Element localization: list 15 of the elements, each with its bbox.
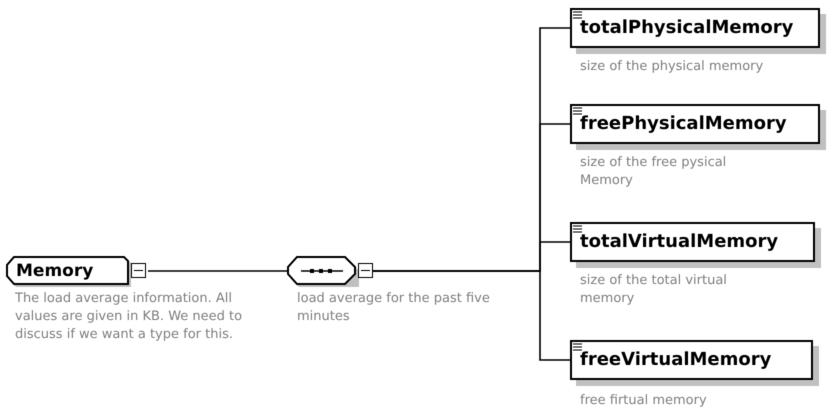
description-text: size of the physical memory <box>580 58 764 76</box>
element-node <box>6 256 148 286</box>
element-name: totalVirtualMemory <box>580 231 778 253</box>
sequence-compositor <box>287 256 373 286</box>
element-name: Memory <box>16 260 94 282</box>
description-text: The load average information. All values are given in KB. We need to discuss if we want a type for this. <box>15 290 244 344</box>
element-name: freeVirtualMemory <box>580 349 772 371</box>
element-name: totalPhysicalMemory <box>580 17 794 39</box>
element-name: freePhysicalMemory <box>580 113 787 135</box>
description-text: free firtual memory <box>580 392 708 410</box>
connector-line <box>373 270 570 361</box>
description-text: size of the total virtual memory <box>580 272 728 308</box>
description-text: load average for the past five minutes <box>297 290 491 326</box>
description-text: size of the free pysical Memory <box>580 154 728 190</box>
connector-line <box>148 270 287 272</box>
